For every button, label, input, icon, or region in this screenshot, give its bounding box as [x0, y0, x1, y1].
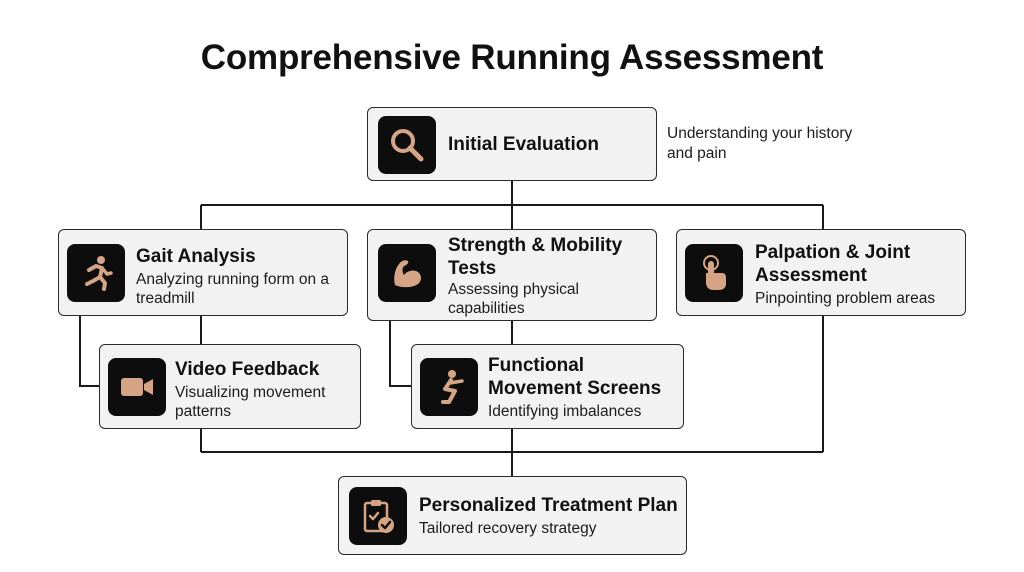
video-camera-icon [108, 358, 166, 416]
functional-movement-title: Functional Movement Screens [488, 355, 662, 399]
video-feedback-title: Video Feedback [175, 359, 320, 380]
treatment-plan-subtitle: Tailored recovery strategy [419, 520, 597, 537]
strength-mobility-node: Strength & Mobility Tests Assessing phys… [367, 229, 657, 321]
functional-movement-subtitle: Identifying imbalances [488, 403, 642, 420]
initial-evaluation-note: Understanding your history and pain [667, 125, 853, 162]
palpation-joint-subtitle: Pinpointing problem areas [755, 290, 936, 307]
palpation-joint-node: Palpation & Joint Assessment Pinpointing… [676, 229, 966, 316]
touch-hand-icon [685, 244, 743, 302]
treatment-plan-title: Personalized Treatment Plan [419, 495, 678, 516]
initial-evaluation-node: Initial Evaluation [367, 107, 657, 181]
gait-analysis-node: Gait Analysis Analyzing running form on … [58, 229, 348, 316]
strength-mobility-subtitle: Assessing physical capabilities [448, 281, 579, 317]
squat-icon [420, 358, 478, 416]
diagram-title: Comprehensive Running Assessment [200, 38, 824, 77]
initial-evaluation-title: Initial Evaluation [448, 134, 599, 155]
palpation-joint-title: Palpation & Joint Assessment [755, 242, 911, 286]
functional-movement-node: Functional Movement Screens Identifying … [411, 344, 684, 429]
video-feedback-node: Video Feedback Visualizing movement patt… [99, 344, 361, 429]
clipboard-check-icon [349, 487, 407, 545]
video-feedback-subtitle: Visualizing movement patterns [175, 384, 326, 420]
runner-icon [67, 244, 125, 302]
gait-analysis-title: Gait Analysis [136, 246, 256, 267]
gait-analysis-subtitle: Analyzing running form on a treadmill [136, 271, 330, 307]
strength-mobility-title: Strength & Mobility Tests [448, 235, 623, 279]
magnifier-icon [378, 116, 436, 174]
treatment-plan-node: Personalized Treatment Plan Tailored rec… [338, 476, 687, 555]
flexed-arm-icon [378, 244, 436, 302]
